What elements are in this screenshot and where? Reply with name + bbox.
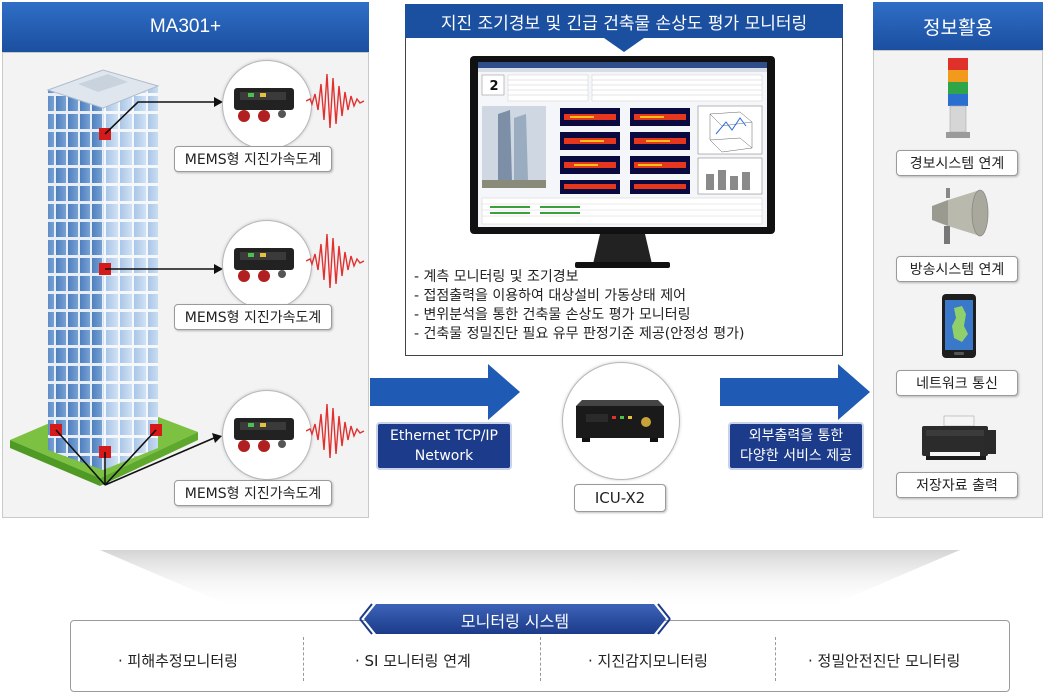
- shadow-divider: [100, 550, 960, 610]
- feature-item: - 건축물 정밀진단 필요 유무 판정기준 제공(안정성 평가): [414, 326, 745, 342]
- info-usage-title: 정보활용: [873, 2, 1043, 50]
- accelerometer-icon: [234, 418, 294, 452]
- seismic-wave-icon: [306, 73, 365, 129]
- building-illustration: [10, 69, 223, 486]
- divider-line: [775, 637, 776, 681]
- system-item-earthquake-detection: · 지진감지모니터링: [588, 652, 708, 670]
- system-item-damage-estimation: · 피해추정모니터링: [118, 652, 238, 670]
- system-item-si-monitoring: · SI 모니터링 연계: [355, 652, 471, 670]
- printer-icon: [922, 415, 996, 460]
- output-service-badge: 외부출력을 통한 다양한 서비스 제공: [728, 422, 864, 470]
- seismic-wave-icon: [306, 403, 365, 459]
- seismic-wave-icon: [306, 233, 365, 289]
- network-badge: Ethernet TCP/IP Network: [376, 422, 512, 470]
- network-badge-line2: Network: [414, 448, 474, 464]
- title-pointer: [604, 38, 644, 52]
- arrow-to-device: [370, 364, 520, 420]
- divider-line: [303, 637, 304, 681]
- accelerometer-icon: [234, 88, 294, 122]
- info-item-alarm: 경보시스템 연계: [896, 150, 1018, 176]
- feature-item: - 변위분석을 통한 건축물 손상도 평가 모니터링: [414, 307, 691, 323]
- output-service-line1: 외부출력을 통한: [748, 428, 844, 444]
- sensor-label-3: MEMS형 지진가속도계: [174, 480, 332, 506]
- arrow-to-services: [720, 364, 870, 420]
- sensor-label-1: MEMS형 지진가속도계: [174, 146, 332, 172]
- output-service-line2: 다양한 서비스 제공: [740, 448, 852, 464]
- system-item-safety-diagnosis: · 정밀안전진단 모니터링: [808, 652, 961, 670]
- screen-counter-value: 2: [489, 79, 499, 94]
- accelerometer-icon: [234, 248, 294, 282]
- loudspeaker-icon: [932, 188, 989, 244]
- info-item-broadcast: 방송시스템 연계: [896, 256, 1018, 282]
- divider-line: [540, 637, 541, 681]
- feature-item: - 계측 모니터링 및 조기경보: [414, 269, 579, 285]
- feature-list: - 계측 모니터링 및 조기경보 - 접점출력을 이용하여 대상설비 가동상태 …: [414, 268, 745, 344]
- network-badge-line1: Ethernet TCP/IP: [390, 428, 498, 444]
- info-item-network: 네트워크 통신: [896, 370, 1018, 396]
- info-item-print: 저장자료 출력: [896, 472, 1018, 498]
- monitoring-panel-title: 지진 조기경보 및 긴급 건축물 손상도 평가 모니터링: [405, 4, 843, 38]
- recorder-icon: [576, 400, 664, 442]
- sensor-label-2: MEMS형 지진가속도계: [174, 304, 332, 330]
- monitoring-system-title: 모니터링 시스템: [460, 612, 570, 631]
- monitor-display: [470, 56, 775, 268]
- monitoring-system-banner: [359, 603, 671, 635]
- device-label: ICU-X2: [574, 484, 666, 512]
- signal-tower-icon: [946, 58, 970, 138]
- sensor-panel-title: MA301+: [2, 2, 369, 52]
- smartphone-map-icon: [942, 294, 976, 358]
- feature-item: - 접점출력을 이용하여 대상설비 가동상태 제어: [414, 288, 687, 304]
